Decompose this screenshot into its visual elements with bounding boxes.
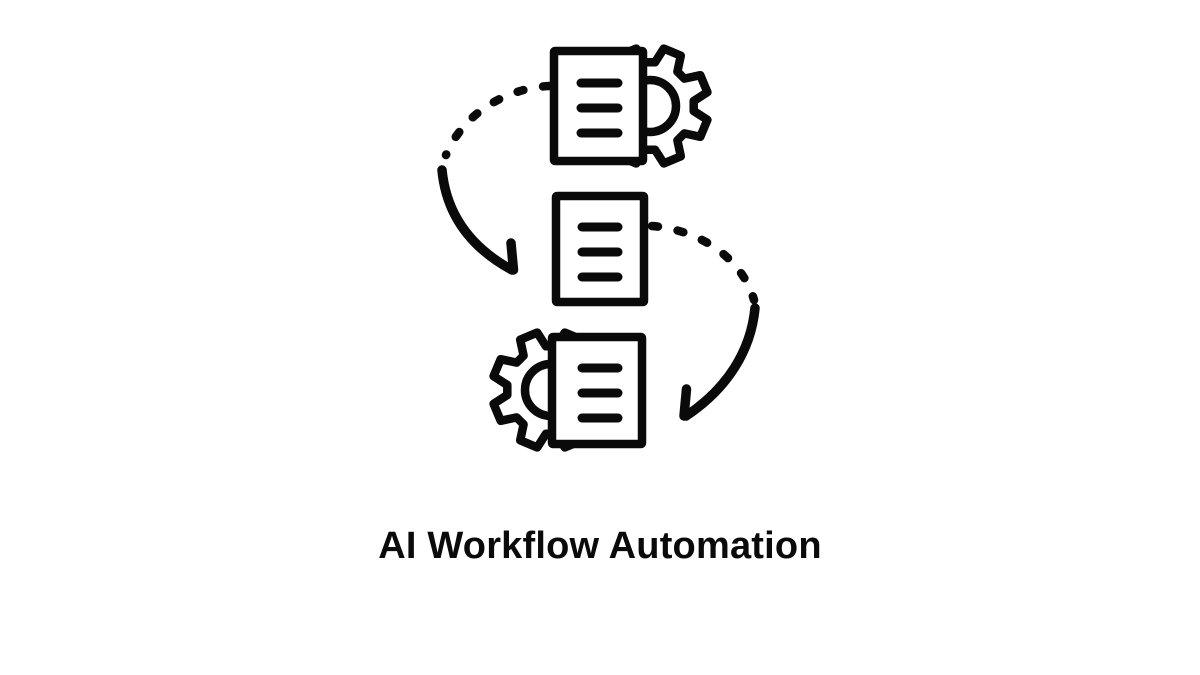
document-text-lines — [576, 78, 623, 138]
page-title: AI Workflow Automation — [378, 525, 822, 567]
document-icon-middle — [551, 191, 649, 307]
document-gear-icon-top — [549, 44, 712, 168]
arrow-right-head — [679, 384, 692, 421]
arrow-left-head — [506, 238, 519, 275]
document-text-lines — [577, 363, 623, 423]
document-gear-icon-bottom — [489, 328, 647, 452]
curved-arrow-right — [647, 221, 760, 421]
arrow-left-solid-arc — [437, 165, 517, 275]
curved-arrow-left — [437, 81, 554, 275]
arrow-right-solid-arc — [681, 303, 760, 421]
arrow-right-dashed-arc — [647, 221, 759, 305]
document-text-lines — [577, 222, 623, 282]
arrow-left-dashed-arc — [441, 81, 554, 160]
